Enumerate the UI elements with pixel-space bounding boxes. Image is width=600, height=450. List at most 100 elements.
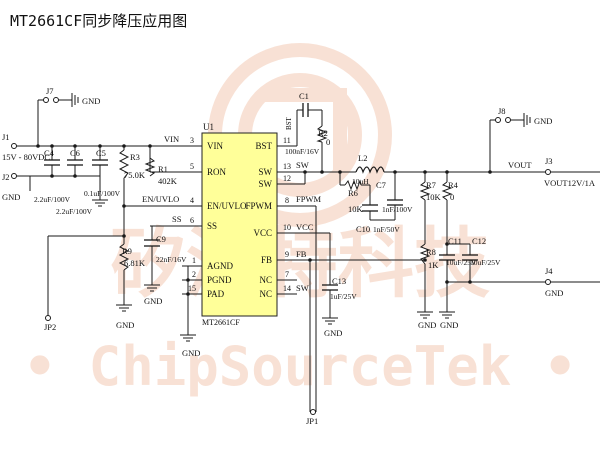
label-vout-net: VOUT xyxy=(508,160,532,170)
label-c4-val: 2.2uF/100V xyxy=(34,195,71,204)
label-r6: R6 xyxy=(348,188,358,198)
gnd-j8 xyxy=(523,113,531,127)
label-j4: J4 xyxy=(545,266,553,276)
label-gnd-r9: GND xyxy=(116,320,134,330)
chip-body xyxy=(201,132,278,317)
label-r4: R4 xyxy=(448,180,459,190)
label-sw-net2: SW xyxy=(296,283,309,293)
pin-nc-7: NC xyxy=(259,275,272,285)
label-c5: C5 xyxy=(96,148,106,158)
pin-vin: VIN xyxy=(207,141,223,151)
label-ss-net: SS xyxy=(172,214,182,224)
label-r8: R8 xyxy=(426,247,436,257)
label-vin-net: VIN xyxy=(164,134,179,144)
terminal-jp1 xyxy=(310,409,316,415)
label-r6-val: 10K xyxy=(348,204,364,214)
chip-ref: U1 xyxy=(203,122,214,132)
pin-num: 3 xyxy=(190,136,194,145)
pin-num: 2 xyxy=(192,270,196,279)
label-r8-val: 1K xyxy=(428,260,439,270)
terminal-j3 xyxy=(545,169,551,175)
pin-vcc: VCC xyxy=(253,228,272,238)
label-c1: C1 xyxy=(299,91,309,101)
label-c9: C9 xyxy=(156,234,166,244)
terminal-j4 xyxy=(545,279,551,285)
pin-num: 8 xyxy=(285,196,289,205)
watermark-cn: 矽源特科技 xyxy=(110,219,490,308)
label-c12-val: 10uF/25V xyxy=(470,258,501,267)
label-c4: C4 xyxy=(44,148,55,158)
label-j7: J7 xyxy=(46,86,54,96)
pin-sw-13: SW xyxy=(259,167,273,177)
gnd-j7 xyxy=(71,93,79,107)
terminal-j2 xyxy=(11,173,17,179)
terminal-j8b xyxy=(505,117,511,123)
label-gnd-c11: GND xyxy=(440,320,458,330)
label-fpwm-net: FPWM xyxy=(296,194,321,204)
label-r3: R3 xyxy=(130,152,140,162)
label-r1-val: 402K xyxy=(158,176,178,186)
gnd-c11 xyxy=(439,311,455,319)
label-jp1: JP1 xyxy=(306,416,318,426)
label-gnd-j7: GND xyxy=(82,96,100,106)
gnd-c13 xyxy=(322,317,338,325)
label-l2: L2 xyxy=(358,153,367,163)
pin-fb: FB xyxy=(261,255,272,265)
label-sw-net: SW xyxy=(296,160,309,170)
label-j3: J3 xyxy=(545,156,553,166)
gnd-c5 xyxy=(92,199,108,207)
page-title: MT2661CF同步降压应用图 xyxy=(10,12,188,30)
pin-agnd: AGND xyxy=(207,261,233,271)
label-c10: C10 xyxy=(356,224,370,234)
label-r2: R2 xyxy=(318,128,328,138)
label-c6: C6 xyxy=(70,148,80,158)
label-l2-val: 10uH xyxy=(352,177,369,186)
pin-num: 9 xyxy=(285,250,289,259)
pin-num: 10 xyxy=(283,223,291,232)
gnd-r8 xyxy=(417,311,433,319)
label-r2-val: 0 xyxy=(326,137,330,147)
label-c11-val: 10uF/25V xyxy=(446,258,477,267)
pin-ss: SS xyxy=(207,221,217,231)
pin-num: 14 xyxy=(283,284,291,293)
label-vout: VOUT12V/1A xyxy=(544,178,596,188)
chip-name: MT2661CF xyxy=(202,318,240,327)
pin-num: 4 xyxy=(190,196,194,205)
terminal-j1 xyxy=(11,143,17,149)
label-r4-val: 0 xyxy=(450,192,454,202)
pin-pad: PAD xyxy=(207,289,225,299)
label-c12: C12 xyxy=(472,236,486,246)
watermark-en: • ChipSourceTek • xyxy=(24,335,577,398)
terminal-j7b xyxy=(53,97,59,103)
label-c9-val: 22nF/16V xyxy=(156,255,187,264)
label-r9-val: 6.81K xyxy=(124,258,146,268)
label-c11: C11 xyxy=(448,236,462,246)
label-c5-val: 0.1uF/100V xyxy=(84,189,121,198)
pin-bst: BST xyxy=(255,141,272,151)
pin-num: 13 xyxy=(283,162,291,171)
label-gnd-c9: GND xyxy=(144,296,162,306)
label-c13: C13 xyxy=(332,276,346,286)
inductor-l2 xyxy=(355,166,385,174)
label-gnd-j8: GND xyxy=(534,116,552,126)
label-gnd-j2: GND xyxy=(2,192,20,202)
gnd-c9 xyxy=(144,284,160,292)
pin-num: 11 xyxy=(283,136,291,145)
pin-num: 5 xyxy=(190,162,194,171)
label-c7: C7 xyxy=(376,180,386,190)
label-r7: R7 xyxy=(426,180,436,190)
label-r7-val: 10K xyxy=(426,192,442,202)
label-bst-net: BST xyxy=(285,116,293,130)
terminal-j8a xyxy=(495,117,501,123)
label-r9: R9 xyxy=(122,246,132,256)
label-c10-val: 1nF/50V xyxy=(373,225,400,234)
pin-ron: RON xyxy=(207,167,227,177)
label-j1: J1 xyxy=(2,132,10,142)
label-jp2: JP2 xyxy=(44,322,56,332)
pin-num: 7 xyxy=(285,270,289,279)
pin-fpwm: FPWM xyxy=(245,201,272,211)
pin-num: 1 xyxy=(192,256,196,265)
pin-num: 6 xyxy=(190,216,194,225)
